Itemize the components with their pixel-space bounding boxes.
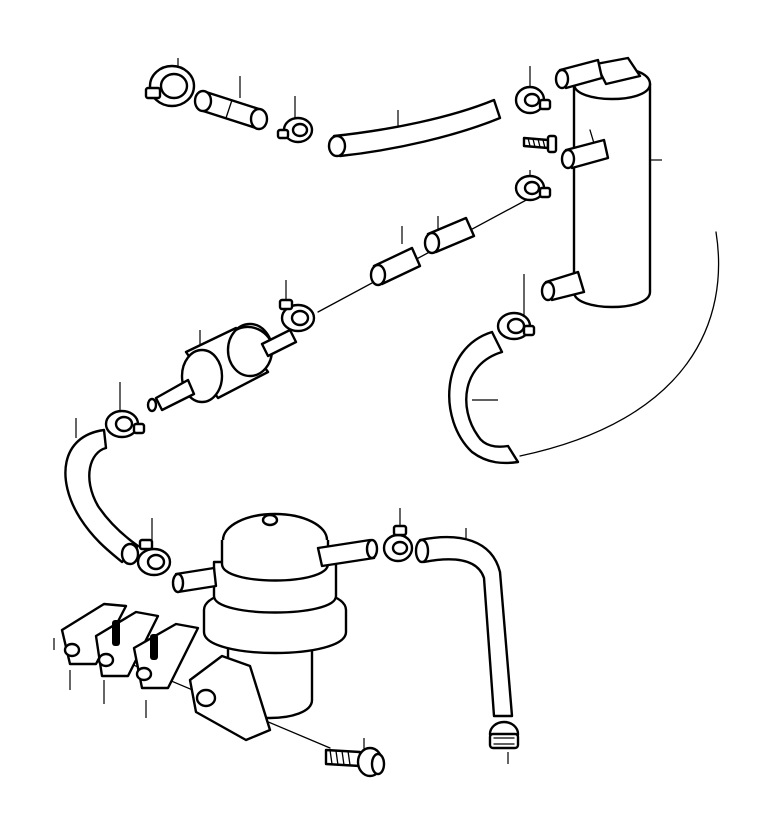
hose-clamp-pump-inlet — [136, 538, 172, 577]
hose-clamp-tank-upper — [514, 85, 552, 115]
hose-clamp-filter-inlet — [104, 409, 146, 439]
hose-tank-return — [448, 330, 520, 465]
hose-clamp-tank-middle — [514, 174, 552, 202]
hose-left — [64, 428, 140, 566]
fuel-tank — [540, 56, 652, 309]
connector-pipe-top — [193, 89, 269, 131]
hose-clamp-small-top — [276, 116, 314, 144]
hose-top — [327, 98, 502, 158]
fuel-filter — [146, 322, 298, 413]
hose-clamp-top-left — [144, 64, 196, 108]
connector-pipe-middle — [369, 216, 476, 287]
screw — [522, 134, 558, 154]
hose-clamp-pump-outlet — [382, 524, 414, 563]
mounting-bracket — [60, 602, 272, 742]
bolt — [324, 746, 386, 778]
hose-clamp-bottom — [488, 720, 520, 750]
hose-clamp-tank-lower — [496, 311, 536, 341]
hose-clamp-filter-outlet — [278, 298, 316, 333]
hose-right — [414, 535, 514, 718]
